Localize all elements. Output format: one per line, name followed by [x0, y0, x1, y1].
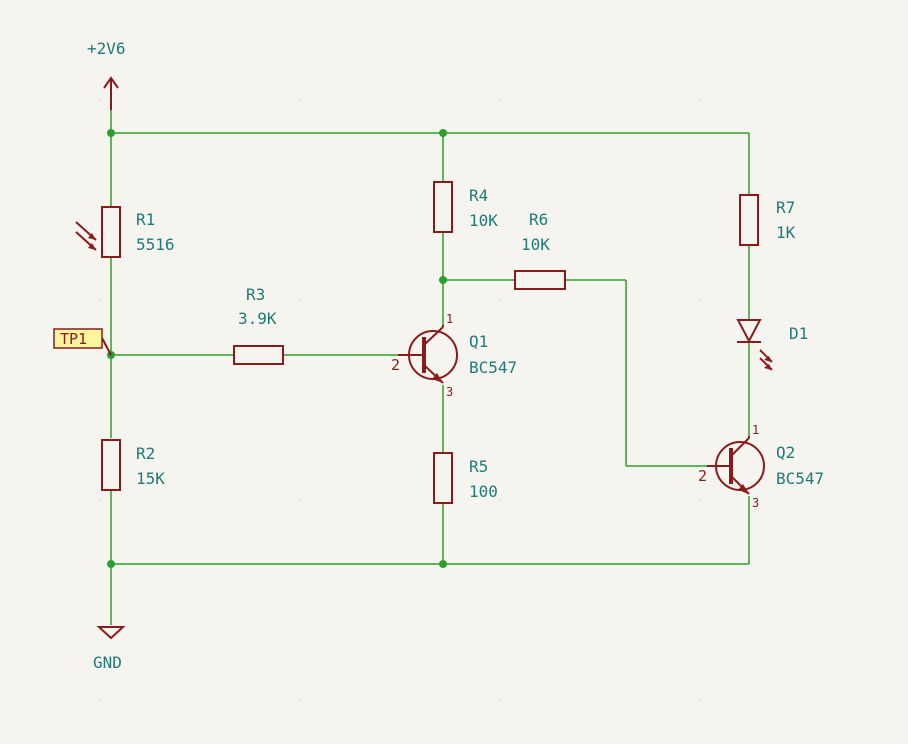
- r7-value: 1K: [776, 223, 796, 242]
- q2-pin-base: 2: [698, 467, 707, 485]
- grid-dots: [99, 99, 801, 701]
- r5-ref: R5: [469, 457, 488, 476]
- vcc-power-symbol[interactable]: +2V6: [87, 39, 126, 110]
- resistor-r3[interactable]: R3 3.9K: [233, 285, 284, 365]
- resistor-r4[interactable]: R4 10K: [433, 181, 498, 233]
- q2-ref: Q2: [776, 443, 795, 462]
- r1-value: 5516: [136, 235, 175, 254]
- r3-ref: R3: [246, 285, 265, 304]
- q2-pin-collector: 1: [752, 423, 759, 437]
- wires: [110, 80, 750, 625]
- r4-ref: R4: [469, 186, 488, 205]
- transistor-q2[interactable]: 1 2 3 Q2 BC547: [698, 423, 824, 510]
- transistor-q1[interactable]: 1 2 3 Q1 BC547: [391, 312, 517, 399]
- q2-value: BC547: [776, 469, 824, 488]
- photoresistor-r1[interactable]: R1 5516: [75, 206, 175, 258]
- resistor-r6[interactable]: R6 10K: [514, 210, 566, 290]
- r3-value: 3.9K: [238, 309, 277, 328]
- led-d1[interactable]: D1: [736, 319, 808, 371]
- q1-ref: Q1: [469, 332, 488, 351]
- q1-value: BC547: [469, 358, 517, 377]
- resistor-r2[interactable]: R2 15K: [101, 439, 165, 491]
- resistor-r5[interactable]: R5 100: [433, 452, 498, 504]
- r5-value: 100: [469, 482, 498, 501]
- tp1-label: TP1: [60, 330, 87, 348]
- r7-ref: R7: [776, 198, 795, 217]
- r2-ref: R2: [136, 444, 155, 463]
- test-point-tp1[interactable]: TP1: [53, 328, 112, 356]
- r6-ref: R6: [529, 210, 548, 229]
- junctions: [107, 129, 447, 568]
- vcc-label: +2V6: [87, 39, 126, 58]
- q1-pin-base: 2: [391, 356, 400, 374]
- r6-value: 10K: [521, 235, 550, 254]
- gnd-label: GND: [93, 653, 122, 672]
- q2-pin-emitter: 3: [752, 496, 759, 510]
- q1-pin-emitter: 3: [446, 385, 453, 399]
- gnd-power-symbol[interactable]: GND: [93, 626, 126, 672]
- r1-ref: R1: [136, 210, 155, 229]
- q1-pin-collector: 1: [446, 312, 453, 326]
- r2-value: 15K: [136, 469, 165, 488]
- resistor-r7[interactable]: R7 1K: [739, 194, 796, 246]
- r4-value: 10K: [469, 211, 498, 230]
- d1-ref: D1: [789, 324, 808, 343]
